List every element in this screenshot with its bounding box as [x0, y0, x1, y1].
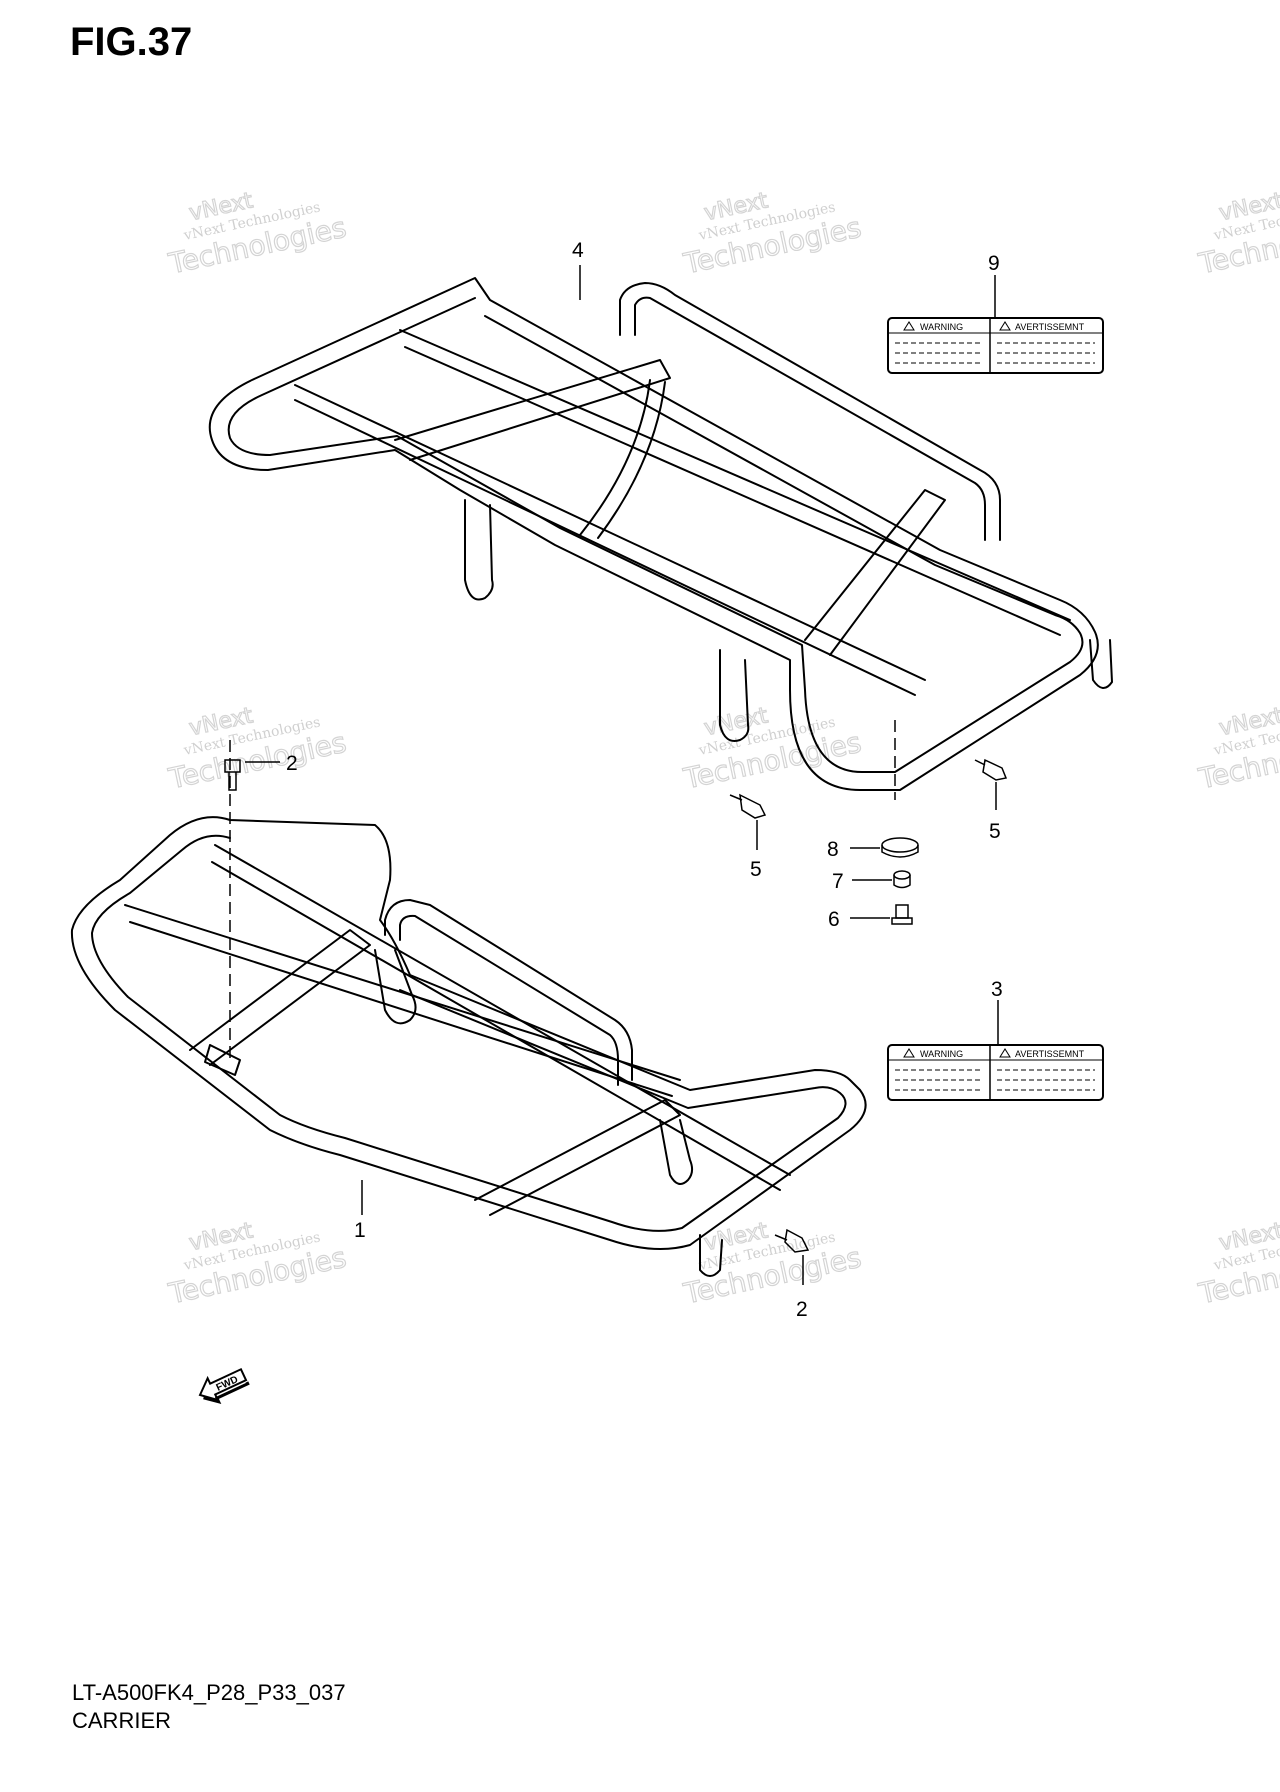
callout-8: 8: [827, 838, 839, 861]
rear-carrier-leg-1: [464, 499, 494, 601]
hardware: [224, 758, 1008, 1253]
figure-code: LT-A500FK4_P28_P33_037: [72, 1680, 346, 1705]
warning-label-3: WARNING AVERTISSEMNT: [887, 1044, 1104, 1101]
watermark-5: vNext vNext Technologies Technologies: [680, 703, 865, 796]
rear-carrier-crossbar-3b: [404, 346, 1061, 636]
callout-9: 9: [988, 252, 1000, 275]
callout-2-top: 2: [286, 752, 298, 775]
callout-2-bottom: 2: [796, 1298, 808, 1321]
rear-carrier-crossbar-3: [399, 329, 1071, 621]
front-carrier-crossbar-1: [124, 904, 681, 1081]
label-3-right: AVERTISSEMNT: [1015, 1049, 1085, 1059]
warning-triangle-icon: [999, 321, 1011, 331]
watermark-1: vNext vNext Technologies Technologies: [165, 188, 350, 281]
watermark-4: vNext vNext Technologies Technologies: [165, 703, 350, 796]
callout-5-right: 5: [989, 820, 1001, 843]
rear-carrier-crossbar-2b: [294, 399, 916, 696]
front-carrier-raised-rail: [384, 899, 633, 1081]
warning-label-9: WARNING AVERTISSEMNT: [887, 317, 1104, 374]
grommet-8: [881, 837, 919, 858]
callout-7: 7: [832, 870, 844, 893]
rear-carrier-support-curve-2: [597, 381, 666, 539]
front-carrier-crossbar-2b: [211, 861, 781, 1191]
rear-carrier-leg-3: [1089, 639, 1113, 689]
label-9-left: WARNING: [920, 322, 963, 332]
callout-5-left: 5: [750, 858, 762, 881]
watermark-2: vNext vNext Technologies Technologies: [680, 188, 865, 281]
callout-3: 3: [991, 978, 1003, 1001]
figure-name: CARRIER: [72, 1708, 172, 1728]
rear-carrier-outer-rail: [208, 277, 1099, 791]
callout-1: 1: [354, 1219, 366, 1242]
front-carrier-outer-rail: [70, 816, 867, 1250]
front-carrier-crossbar-3: [189, 929, 371, 1066]
callout-4: 4: [572, 239, 584, 262]
front-carrier-crossbar-1b: [129, 921, 673, 1097]
bolt-2-bottom: [774, 1228, 810, 1253]
front-carrier-crossbar-2: [214, 844, 791, 1176]
label-9-right: AVERTISSEMNT: [1015, 322, 1085, 332]
front-carrier: [70, 816, 867, 1277]
watermark-6: vNext vNext Technologies Technologies: [1195, 703, 1280, 796]
front-carrier-crossbar-4: [474, 1099, 681, 1216]
warning-triangle-icon: [903, 1048, 915, 1058]
collar-7: [893, 870, 911, 889]
front-carrier-inner-rail: [91, 834, 847, 1232]
front-carrier-leg-2: [659, 1119, 694, 1185]
figure-title: FIG.37: [70, 20, 193, 64]
warning-triangle-icon: [903, 321, 915, 331]
front-carrier-leg-1: [374, 949, 417, 1025]
rear-carrier-crossbar-4: [804, 489, 946, 656]
rear-carrier-inner-rail: [227, 297, 1084, 773]
rear-carrier-crossbar-2: [294, 384, 926, 681]
rear-carrier: [208, 277, 1113, 1060]
rear-carrier-left-handle-inner: [634, 296, 986, 541]
watermark-9: vNext vNext Technologies Technologies: [1195, 1218, 1280, 1311]
watermark-7: vNext vNext Technologies Technologies: [165, 1218, 350, 1311]
bolt-5-left: [729, 793, 767, 819]
rear-carrier-support-curve: [579, 379, 651, 536]
bolt-2-top: [224, 759, 241, 791]
fwd-arrow-icon: FWD: [198, 1367, 250, 1405]
label-3-left: WARNING: [920, 1049, 963, 1059]
bolt-6: [891, 904, 913, 925]
callout-6: 6: [828, 908, 840, 931]
front-carrier-raised-rail-inner: [399, 914, 619, 1086]
front-carrier-bracket: [204, 1044, 241, 1076]
warning-triangle-icon: [999, 1048, 1011, 1058]
front-carrier-leg-3: [699, 1234, 723, 1277]
callouts: 4 9 2 5 5 8 7 6 3 1 2: [245, 239, 1003, 1321]
watermark-3: vNext vNext Technologies Technologies: [1195, 188, 1280, 281]
bolt-5-right: [974, 758, 1008, 781]
rear-carrier-left-handle: [619, 282, 1001, 541]
watermarks: vNext vNext Technologies Technologies vN…: [165, 188, 1280, 1311]
rear-carrier-leg-2: [719, 649, 750, 742]
